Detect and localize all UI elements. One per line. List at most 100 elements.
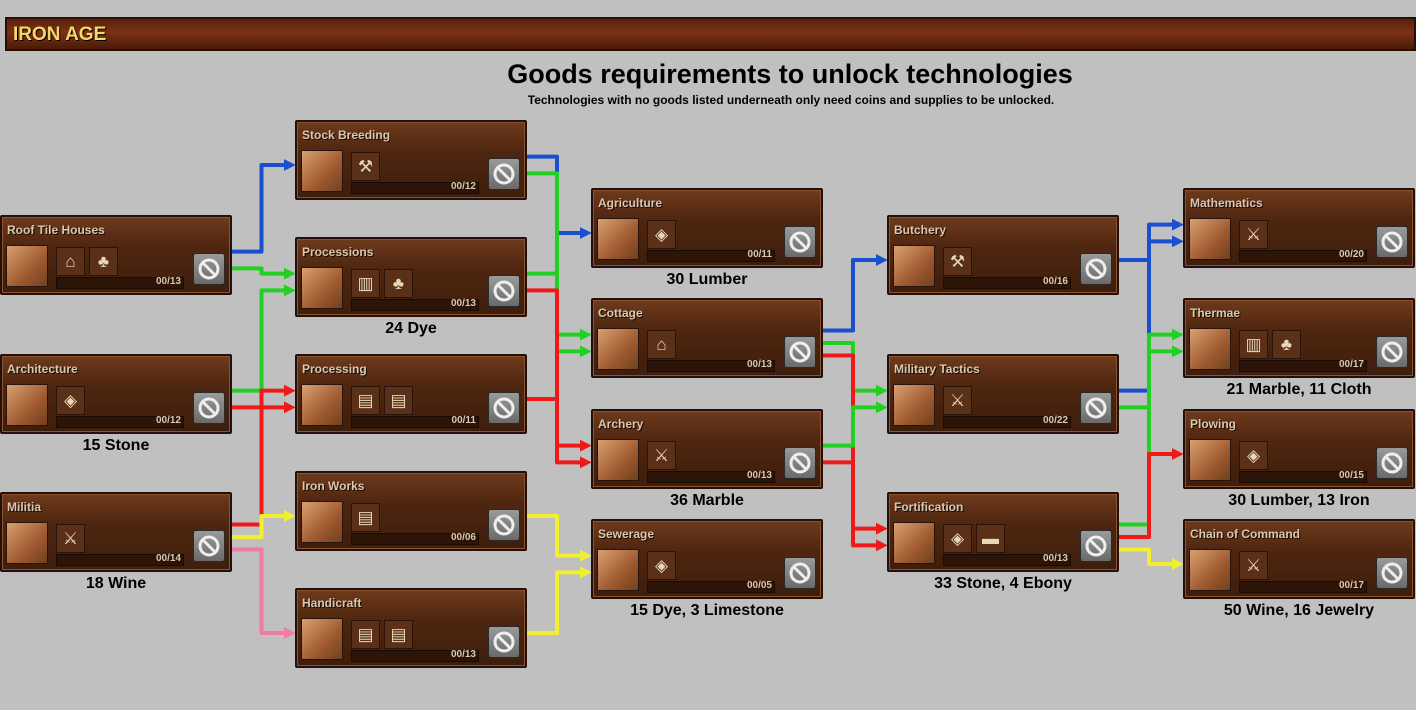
no-entry-icon (1381, 231, 1403, 253)
locked-button[interactable] (1376, 447, 1408, 479)
no-entry-icon (1085, 535, 1107, 557)
goods-requirement: 30 Lumber (666, 271, 748, 288)
connector-fortification-to-thermae (1119, 345, 1184, 527)
goods-requirement: 30 Lumber, 13 Iron (1228, 492, 1370, 509)
tech-thumbnail (893, 522, 935, 564)
tech-name: Archery (598, 417, 644, 431)
tech-name: Plowing (1190, 417, 1236, 431)
progress-bar (1239, 581, 1367, 593)
connector-stock-breeding-to-cottage (527, 171, 592, 341)
tech-name: Militia (7, 500, 42, 514)
locked-button[interactable] (1080, 392, 1112, 424)
locked-button[interactable] (1376, 557, 1408, 589)
tech-card-archery[interactable]: Archery⚔00/13 (591, 409, 823, 489)
locked-button[interactable] (488, 158, 520, 190)
locked-button[interactable] (1080, 530, 1112, 562)
tech-card-militia[interactable]: Militia⚔00/14 (0, 492, 232, 572)
temple-icon: ▥ (1239, 330, 1268, 359)
tech-name: Butchery (894, 223, 947, 237)
locked-button[interactable] (784, 336, 816, 368)
tech-card-mathematics[interactable]: Mathematics⚔00/20 (1183, 188, 1415, 268)
locked-button[interactable] (1080, 253, 1112, 285)
no-entry-icon (789, 231, 811, 253)
tech-card-roof-tile-houses[interactable]: Roof Tile Houses⌂♣00/13 (0, 215, 232, 295)
progress-count: 00/13 (450, 298, 476, 309)
house-icon: ⌂ (647, 330, 676, 359)
locked-button[interactable] (784, 447, 816, 479)
tech-card-chain-of-command[interactable]: Chain of Command⚔00/17 (1183, 519, 1415, 599)
progress-count: 00/22 (1042, 415, 1068, 426)
progress-bar (943, 277, 1071, 289)
progress-count: 00/13 (746, 359, 772, 370)
tech-card-cottage[interactable]: Cottage⌂00/13 (591, 298, 823, 378)
locked-button[interactable] (784, 557, 816, 589)
tech-card-plowing[interactable]: Plowing◈00/15 (1183, 409, 1415, 489)
locked-button[interactable] (488, 509, 520, 541)
no-entry-icon (493, 514, 515, 536)
progress-count: 00/16 (1042, 276, 1068, 287)
no-entry-icon (198, 535, 220, 557)
connector-military-tactics-to-mathematics (1119, 235, 1184, 393)
tech-card-processions[interactable]: Processions▥♣00/13 (295, 237, 527, 317)
progress-count: 00/13 (746, 470, 772, 481)
tech-card-stock-breeding[interactable]: Stock Breeding⚒00/12 (295, 120, 527, 200)
supplies-icon: ▤ (351, 620, 380, 649)
tech-thumbnail (6, 384, 48, 426)
tech-card-processing[interactable]: Processing▤▤00/11 (295, 354, 527, 434)
tech-card-handicraft[interactable]: Handicraft▤▤00/13 (295, 588, 527, 668)
progress-bar (56, 416, 184, 428)
no-entry-icon (1085, 258, 1107, 280)
goods-requirement: 24 Dye (385, 320, 437, 337)
goods-requirement: 36 Marble (670, 492, 744, 509)
tech-thumbnail (1189, 439, 1231, 481)
locked-button[interactable] (488, 626, 520, 658)
tech-card-agriculture[interactable]: Agriculture◈00/11 (591, 188, 823, 268)
progress-bar (943, 416, 1071, 428)
progress-bar (647, 471, 775, 483)
era-title: IRON AGE (13, 24, 107, 45)
tree-icon: ♣ (384, 269, 413, 298)
tech-thumbnail (301, 384, 343, 426)
connector-fortification-to-plowing (1119, 448, 1184, 539)
house-icon: ⌂ (56, 247, 85, 276)
tree-icon: ♣ (89, 247, 118, 276)
tech-card-sewerage[interactable]: Sewerage◈00/05 (591, 519, 823, 599)
locked-button[interactable] (488, 392, 520, 424)
tech-thumbnail (6, 245, 48, 287)
tech-card-architecture[interactable]: Architecture◈00/12 (0, 354, 232, 434)
tech-name: Chain of Command (1190, 527, 1300, 541)
progress-count: 00/20 (1338, 249, 1364, 260)
no-entry-icon (493, 280, 515, 302)
locked-button[interactable] (1376, 336, 1408, 368)
progress-bar (351, 650, 479, 662)
tech-card-butchery[interactable]: Butchery ⚒ 00/16 (887, 215, 1119, 295)
supplies-icon: ▤ (384, 620, 413, 649)
locked-button[interactable] (193, 530, 225, 562)
stone-icon: ◈ (943, 524, 972, 553)
hammer-icon: ⚒ (943, 247, 972, 276)
tech-card-fortification[interactable]: Fortification◈▬00/13 (887, 492, 1119, 572)
goods-requirement: 50 Wine, 16 Jewelry (1223, 602, 1375, 619)
connector-handicraft-to-sewerage (527, 566, 592, 635)
tech-card-military-tactics[interactable]: Military Tactics⚔00/22 (887, 354, 1119, 434)
progress-bar (1239, 471, 1367, 483)
no-entry-icon (493, 397, 515, 419)
locked-button[interactable] (193, 253, 225, 285)
progress-bar (351, 182, 479, 194)
tech-thumbnail (893, 245, 935, 287)
locked-button[interactable] (1376, 226, 1408, 258)
locked-button[interactable] (488, 275, 520, 307)
stone-icon: ◈ (647, 220, 676, 249)
swords-icon: ⚔ (1239, 551, 1268, 580)
progress-bar (647, 250, 775, 262)
tech-thumbnail (1189, 328, 1231, 370)
connector-roof-tile-houses-to-stock-breeding (232, 159, 296, 254)
no-entry-icon (1381, 341, 1403, 363)
tech-thumbnail (597, 439, 639, 481)
tech-card-thermae[interactable]: Thermae▥♣00/17 (1183, 298, 1415, 378)
progress-count: 00/12 (155, 415, 181, 426)
locked-button[interactable] (784, 226, 816, 258)
tech-card-iron-works[interactable]: Iron Works▤00/06 (295, 471, 527, 551)
connector-processing-to-archery (527, 397, 592, 469)
locked-button[interactable] (193, 392, 225, 424)
